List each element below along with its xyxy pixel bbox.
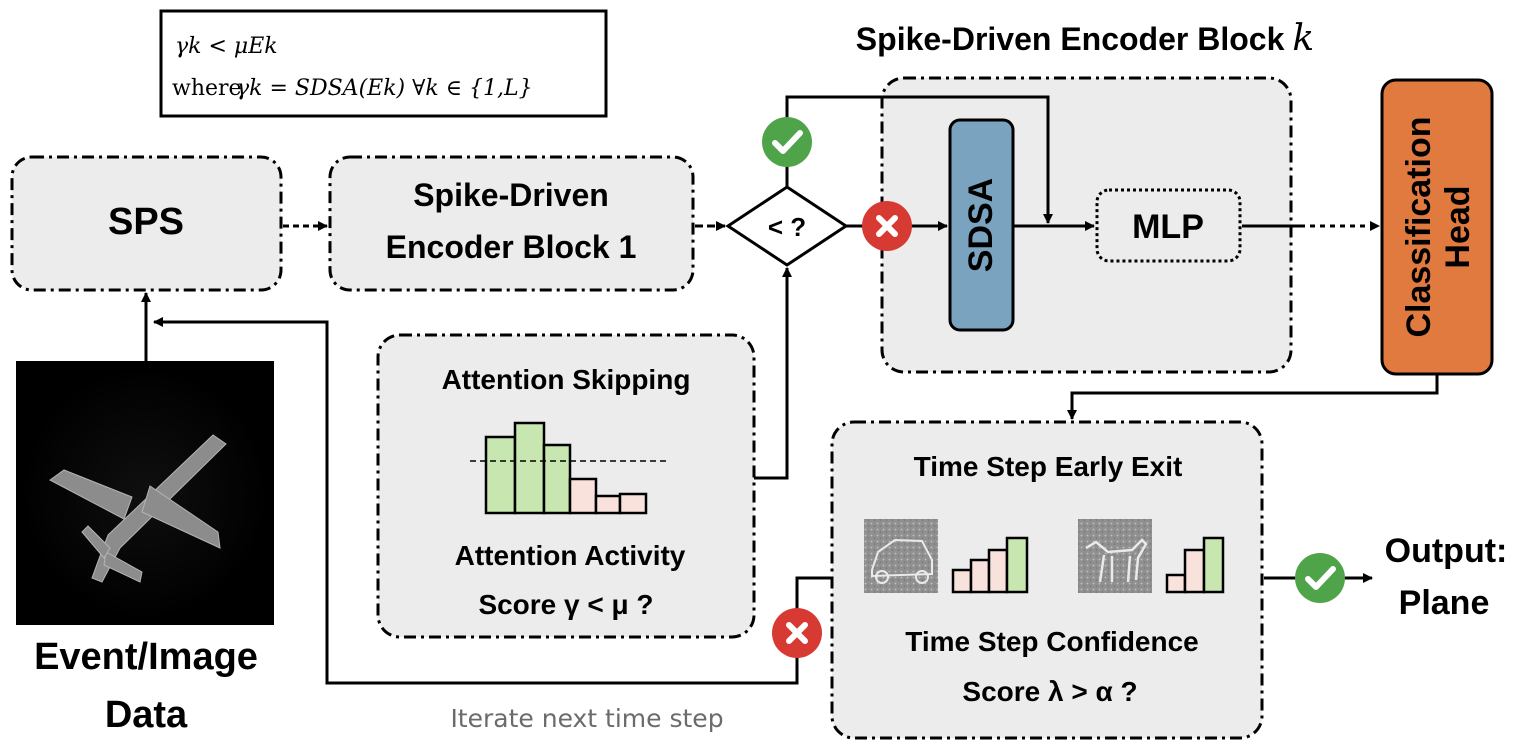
attention-title: Attention Skipping [442, 364, 691, 395]
formula-line2-prefix: where [172, 76, 242, 101]
head-line2: Head [1439, 185, 1477, 268]
formula-line2-math: γk = SDSA(Ek) ∀k ∈ {1,L} [236, 76, 533, 101]
horse-thumbnail [1078, 519, 1152, 593]
confidence-line2: Score λ > α ? [962, 676, 1137, 707]
horse-bar [1183, 548, 1206, 594]
cross-icon [772, 608, 822, 658]
sps-block: SPS [10, 155, 283, 292]
encoder-block-1: Spike-Driven Encoder Block 1 [328, 155, 695, 292]
input-label-line2: Data [105, 694, 188, 736]
head-line1: Classification [1400, 116, 1438, 337]
horse-bar [1165, 573, 1187, 594]
decision-diamond: < ? [725, 185, 849, 267]
encoder-block-1-line1: Spike-Driven [413, 177, 609, 213]
formula-line1: γk < μEk [175, 34, 278, 59]
sps-label: SPS [108, 201, 184, 243]
decision-label: < ? [768, 212, 806, 242]
iterate-caption: Iterate next time step [450, 704, 723, 733]
cross-icon [862, 201, 912, 251]
airplane-image [16, 361, 274, 625]
encoder-block-1-line2: Encoder Block 1 [386, 229, 637, 265]
output-label-line1: Output: [1385, 532, 1508, 570]
mlp-label: MLP [1132, 208, 1204, 246]
formula-box: γk < μEk where γk = SDSA(Ek) ∀k ∈ {1,L} [159, 9, 608, 118]
histogram-bar [568, 477, 598, 515]
horse-confidence-bars [1165, 536, 1225, 594]
car-bar [951, 568, 973, 594]
early-exit-title: Time Step Early Exit [914, 451, 1183, 482]
sdsa-block: SDSA [948, 118, 1015, 332]
check-icon [1295, 553, 1345, 603]
input-label-line1: Event/Image [34, 636, 258, 678]
attention-histogram [470, 421, 668, 515]
car-confidence-bars [951, 536, 1029, 594]
histogram-bar [484, 435, 517, 515]
confidence-line1: Time Step Confidence [905, 626, 1199, 657]
histogram-bar [513, 421, 546, 515]
histogram-bar [594, 494, 622, 515]
car-bar [969, 558, 991, 594]
horse-bar [1202, 536, 1225, 594]
early-exit-box: Time Step Early Exit Time St [830, 420, 1264, 740]
car-thumbnail [864, 519, 938, 593]
attention-skipping-box: Attention Skipping Attention Activity Sc… [376, 333, 756, 639]
sdsa-label: SDSA [962, 178, 1000, 272]
attention-score-line1: Attention Activity [455, 540, 686, 571]
classification-head: Classification Head [1380, 78, 1494, 376]
output-label-line2: Plane [1399, 584, 1490, 622]
histogram-bar [542, 443, 572, 515]
car-bar [1005, 536, 1029, 594]
mlp-block: MLP [1095, 188, 1242, 263]
car-bar [987, 548, 1009, 594]
histogram-bar [618, 492, 648, 515]
attention-score-line2: Score γ < μ ? [478, 589, 653, 620]
check-icon [762, 117, 812, 167]
